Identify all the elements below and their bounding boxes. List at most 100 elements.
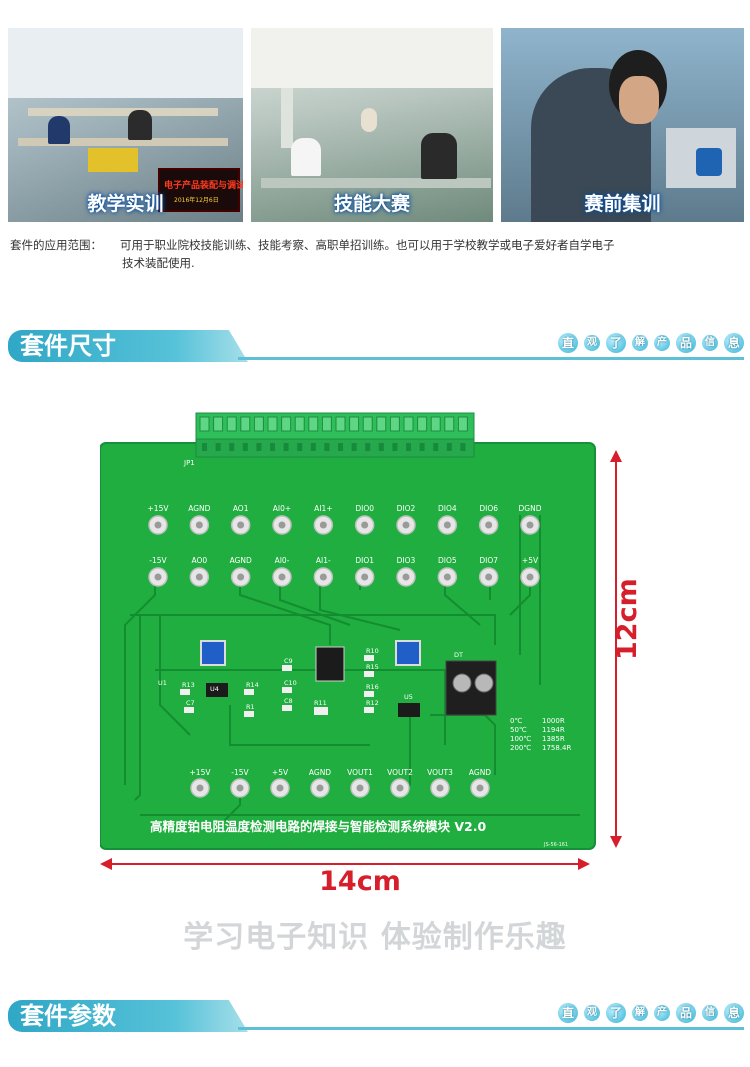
terminal-slot bbox=[321, 416, 332, 432]
pad-label: +5V bbox=[522, 556, 539, 565]
photo-caption: 教学实训 bbox=[87, 193, 164, 215]
component-label: U4 bbox=[210, 685, 219, 693]
pad-label: AI1- bbox=[316, 556, 331, 565]
component-label: R13 bbox=[182, 681, 195, 689]
terminal-screw bbox=[433, 443, 439, 451]
terminal-screw bbox=[229, 443, 235, 451]
section-rule bbox=[238, 1027, 744, 1030]
terminal-screw bbox=[324, 443, 330, 451]
info-char: 品 bbox=[676, 1003, 696, 1023]
screw-left bbox=[452, 673, 472, 693]
pad-hole bbox=[436, 784, 444, 792]
resistance-label: 1385R bbox=[542, 735, 565, 743]
pad-label: DIO2 bbox=[397, 504, 416, 513]
pad-hole bbox=[319, 521, 327, 529]
component-label: C9 bbox=[284, 657, 293, 665]
resistor-r15 bbox=[364, 671, 374, 677]
terminal-slot bbox=[308, 416, 319, 432]
pad-hole bbox=[361, 521, 369, 529]
terminal-slot bbox=[213, 416, 224, 432]
pad-hole bbox=[196, 784, 204, 792]
component-label: U1 bbox=[158, 679, 167, 687]
terminal-slot bbox=[403, 416, 414, 432]
terminal-screw bbox=[338, 443, 343, 451]
pad-label: DIO1 bbox=[355, 556, 374, 565]
capacitor-c10 bbox=[282, 687, 292, 693]
component-label: U5 bbox=[404, 693, 413, 701]
section-title: 套件参数 bbox=[8, 1000, 248, 1032]
photo-pre-competition-training: 赛前集训 bbox=[501, 28, 744, 222]
info-char: 观 bbox=[584, 335, 600, 351]
resistor-r13 bbox=[180, 689, 190, 695]
terminal-screw bbox=[310, 443, 316, 451]
pad-hole bbox=[356, 784, 364, 792]
terminal-screw bbox=[215, 443, 221, 451]
ic-main bbox=[315, 646, 345, 682]
scope-label: 套件的应用范围： bbox=[10, 238, 102, 252]
section-header-size: 套件尺寸 直 观 了 解 产 品 信 息 bbox=[8, 330, 744, 364]
component-label: R1 bbox=[246, 703, 255, 711]
pad-hole bbox=[476, 784, 484, 792]
led-display-date: 2016年12月6日 bbox=[174, 197, 219, 204]
terminal-screw bbox=[242, 443, 248, 451]
terminal-slot bbox=[294, 416, 305, 432]
component-label: R14 bbox=[246, 681, 259, 689]
pad-hole bbox=[319, 573, 327, 581]
terminal-slot bbox=[253, 416, 264, 432]
pad-label: AI0+ bbox=[273, 504, 291, 513]
scope-line-2: 技术装配使用. bbox=[122, 256, 195, 270]
capacitor-c8 bbox=[282, 705, 292, 711]
pad-label: DIO7 bbox=[479, 556, 498, 565]
pad-label: VOUT1 bbox=[347, 768, 373, 777]
photo-caption: 技能大赛 bbox=[333, 193, 410, 215]
info-char: 息 bbox=[724, 333, 744, 353]
terminal-slot bbox=[376, 416, 387, 432]
temp-label: 100℃ bbox=[510, 735, 531, 743]
component-label: C8 bbox=[284, 697, 293, 705]
resistance-label: 1758.4R bbox=[542, 744, 571, 752]
pad-label: DGND bbox=[519, 504, 542, 513]
info-char: 直 bbox=[558, 1003, 578, 1023]
screw-right bbox=[474, 673, 494, 693]
pad-label: -15V bbox=[231, 768, 249, 777]
pad-hole bbox=[154, 521, 162, 529]
photo-skills-competition: 技能大赛 bbox=[251, 28, 493, 222]
terminal-slot bbox=[335, 416, 346, 432]
terminal-screw bbox=[406, 443, 411, 451]
terminal-slot bbox=[457, 416, 468, 432]
terminal-screw bbox=[297, 443, 303, 451]
resistor-r16 bbox=[364, 691, 374, 697]
terminal-slot bbox=[362, 416, 373, 432]
terminal-screw bbox=[283, 443, 289, 451]
photo-caption: 赛前集训 bbox=[584, 193, 661, 215]
component-label: DT bbox=[454, 651, 463, 659]
terminal-slot bbox=[349, 416, 360, 432]
component-label: R15 bbox=[366, 663, 379, 671]
pad-hole bbox=[443, 573, 451, 581]
pad-hole bbox=[276, 784, 284, 792]
terminal-slot bbox=[389, 416, 400, 432]
connector-label: JP1 bbox=[183, 459, 195, 467]
resistor-r10 bbox=[364, 655, 374, 661]
component-label: C7 bbox=[186, 699, 195, 707]
pad-hole bbox=[278, 573, 286, 581]
pad-hole bbox=[443, 521, 451, 529]
info-char: 解 bbox=[632, 1005, 648, 1021]
dimension-arrow-vertical bbox=[610, 450, 622, 848]
board-code: JS-56-161 bbox=[543, 842, 568, 848]
section-header-params: 套件参数 直 观 了 解 产 品 信 息 bbox=[8, 1000, 744, 1034]
terminal-screw bbox=[270, 443, 275, 451]
ic-chips bbox=[180, 640, 497, 717]
pad-label: +15V bbox=[190, 768, 212, 777]
terminal-slot bbox=[281, 416, 292, 432]
application-scope: 套件的应用范围： 可用于职业院校技能训练、技能考察、高职单招训练。也可以用于学校教… bbox=[10, 236, 710, 272]
temp-label: 200℃ bbox=[510, 744, 531, 752]
resistor-r11 bbox=[314, 707, 328, 715]
temp-label: 50℃ bbox=[510, 726, 527, 734]
led-display-text: 电子产品装配与调试 bbox=[164, 181, 243, 191]
dimension-height: 12cm bbox=[612, 578, 643, 660]
pad-label: AGND bbox=[230, 556, 252, 565]
scope-line-1: 可用于职业院校技能训练、技能考察、高职单招训练。也可以用于学校教学或电子爱好者自… bbox=[120, 238, 615, 252]
component-label: R10 bbox=[366, 647, 379, 655]
